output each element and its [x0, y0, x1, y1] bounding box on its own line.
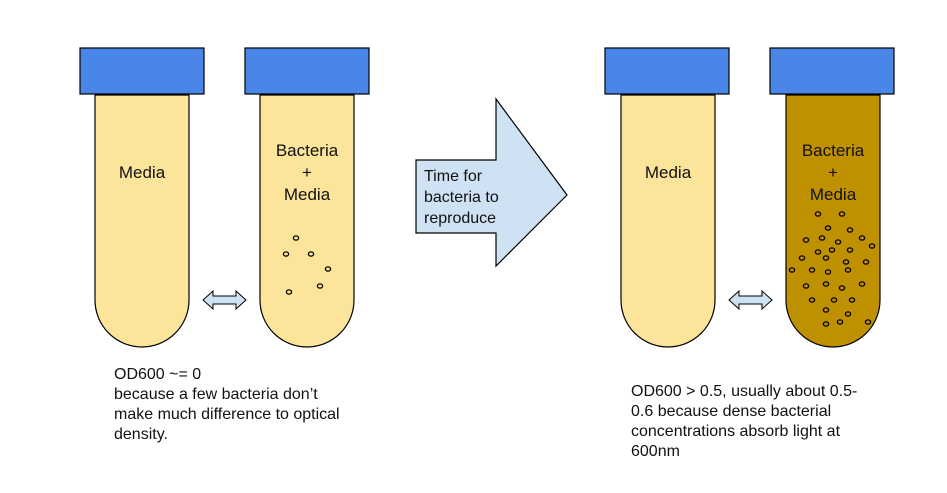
bacteria-dots: [282, 235, 332, 295]
label-line: Media: [809, 185, 857, 204]
bacterium-dot: [814, 211, 822, 217]
bacteria-dots: [788, 211, 876, 327]
bacterium-dot: [808, 297, 816, 303]
time-arrow: [415, 97, 568, 268]
tube-media-after: [604, 47, 730, 348]
tube-cap: [244, 47, 370, 95]
bacterium-dot: [282, 251, 290, 257]
bacterium-dot: [824, 225, 832, 231]
bacterium-dot: [858, 235, 866, 241]
tube-cap: [604, 47, 730, 95]
tube-label-bacteria-after: Bacteria + Media: [786, 140, 880, 206]
caption-line: 0.6 because dense bacterial: [631, 403, 832, 420]
bacterium-dot: [814, 249, 822, 255]
caption-after: OD600 > 0.5, usually about 0.5- 0.6 beca…: [631, 382, 857, 462]
tube-bacteria-before: [244, 47, 370, 348]
bacterium-dot: [822, 307, 830, 313]
bacterium-dot: [830, 297, 838, 303]
compare-double-arrow: [728, 289, 773, 311]
tube-body: [620, 94, 716, 348]
label-line: Media: [283, 185, 331, 204]
tube-body: [94, 94, 190, 348]
bacterium-dot: [868, 243, 876, 249]
arrow-line: reproduce: [424, 210, 497, 227]
label-line: Bacteria: [275, 141, 339, 160]
arrow-line: bacteria to: [424, 189, 499, 206]
label-line: +: [302, 163, 312, 182]
bacterium-dot: [842, 259, 850, 265]
arrow-line: Time for: [424, 168, 483, 185]
caption-line: OD600 > 0.5, usually about 0.5-: [631, 383, 858, 400]
bacterium-dot: [846, 247, 854, 253]
bacterium-dot: [828, 247, 836, 253]
tube-media-before: [79, 47, 205, 348]
caption-line: make much difference to optical: [114, 406, 340, 423]
caption-line: because a few bacteria don’t: [114, 386, 318, 403]
bacterium-dot: [802, 283, 810, 289]
bacterium-dot: [822, 255, 830, 261]
bacterium-dot: [848, 297, 856, 303]
compare-double-arrow: [202, 289, 247, 311]
bacterium-dot: [824, 269, 832, 275]
bacterium-dot: [822, 281, 830, 287]
tube-cap: [79, 47, 205, 95]
bacterium-dot: [808, 267, 816, 273]
label-line: Bacteria: [801, 141, 865, 160]
bacterium-dot: [788, 267, 796, 273]
bacterium-dot: [307, 251, 315, 257]
caption-line: 600nm: [631, 443, 680, 460]
bacterium-dot: [324, 266, 332, 272]
tube-cap: [769, 47, 895, 95]
caption-before: OD600 ~= 0 because a few bacteria don’t …: [114, 365, 340, 445]
bacterium-dot: [844, 267, 852, 273]
bacterium-dot: [838, 211, 846, 217]
bacterium-dot: [862, 259, 870, 265]
tube-body: [259, 94, 355, 348]
tube-label-media-after: Media: [644, 163, 692, 182]
bacterium-dot: [798, 255, 806, 261]
bacterium-dot: [802, 237, 810, 243]
tube-label-media-before: Media: [118, 163, 166, 182]
caption-line: concentrations absorb light at: [631, 423, 841, 440]
bacterium-dot: [818, 235, 826, 241]
label-line: +: [828, 163, 838, 182]
bacterium-dot: [285, 289, 293, 295]
bacterium-dot: [834, 239, 842, 245]
bacterium-dot: [292, 235, 300, 241]
tube-bacteria-after: [769, 47, 895, 348]
bacterium-dot: [858, 281, 866, 287]
bacterium-dot: [864, 319, 872, 325]
bacterium-dot: [838, 285, 846, 291]
bacterium-dot: [844, 311, 852, 317]
bacterium-dot: [836, 319, 844, 325]
caption-line: density.: [114, 426, 168, 443]
caption-line: OD600 ~= 0: [114, 366, 202, 383]
bacterium-dot: [316, 283, 324, 289]
tube-label-bacteria-before: Bacteria + Media: [260, 140, 354, 206]
bacterium-dot: [846, 227, 854, 233]
tube-body: [785, 94, 881, 348]
bacterium-dot: [822, 321, 830, 327]
arrow-label: Time for bacteria to reproduce: [424, 166, 534, 229]
